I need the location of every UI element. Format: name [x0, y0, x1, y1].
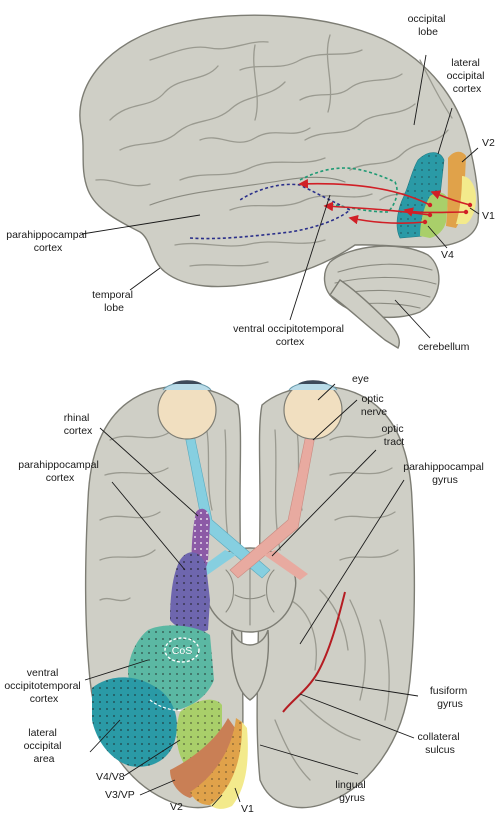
label-v1-ventral: V1: [241, 803, 254, 815]
label-rhinal-cortex: rhinal cortex: [64, 412, 93, 437]
ventral-stream-arrows: [298, 178, 471, 225]
label-cos: CoS: [172, 645, 192, 657]
label-optic-tract: optic tract: [381, 423, 406, 448]
label-v3-vp: V3/VP: [105, 789, 135, 801]
label-optic-nerve: optic nerve: [361, 393, 387, 418]
label-ventral-occipitotemporal-cortex-lateral: ventral occipitotemporal cortex: [233, 323, 347, 348]
ventral-brain-view: eye optic nerve optic tract rhinal corte…: [4, 373, 486, 815]
label-cerebellum: cerebellum: [418, 341, 470, 353]
label-v2-ventral: V2: [170, 801, 183, 813]
lateral-brain-view: occipital lobe lateral occipital cortex …: [6, 13, 495, 353]
optic-tract-right: [264, 550, 308, 580]
label-v4-lateral: V4: [441, 249, 454, 261]
ventral-occipitotemporal-dashed-path: [299, 167, 398, 213]
label-lateral-occipital-cortex: lateral occipital cortex: [447, 57, 488, 95]
label-lateral-occipital-area: lateral occipital area: [24, 727, 65, 765]
label-fusiform-gyrus: fusiform gyrus: [430, 685, 470, 710]
eye-right: [283, 380, 343, 440]
label-temporal-lobe: temporal lobe: [92, 289, 136, 314]
brainstem-shape: [329, 279, 400, 349]
cerebrum-lateral-shape: [79, 14, 480, 288]
label-v1-lateral: V1: [482, 210, 495, 222]
cos-marker: [164, 637, 200, 663]
label-v2-lateral: V2: [482, 137, 495, 149]
label-parahippocampal-cortex-ventral: parahippocampal cortex: [18, 459, 101, 484]
collateral-sulcus-line: [282, 591, 346, 713]
label-ventral-occipitotemporal-cortex-ventral: ventral occipitotemporal cortex: [4, 667, 83, 705]
v1-ventral-region: [210, 722, 248, 809]
label-eye: eye: [352, 373, 369, 385]
label-parahippocampal-gyrus: parahippocampal gyrus: [403, 461, 486, 486]
v3-vp-region: [170, 718, 235, 798]
label-collateral-sulcus: collateral sulcus: [418, 731, 463, 756]
eye-left: [157, 380, 217, 440]
label-lingual-gyrus: lingual gyrus: [335, 779, 368, 804]
label-v4-v8: V4/V8: [96, 771, 125, 783]
label-occipital-lobe: occipital lobe: [408, 13, 449, 38]
parahippocampal-dashed-path: [189, 183, 352, 240]
label-parahippocampal-cortex-lateral: parahippocampal cortex: [6, 229, 89, 254]
